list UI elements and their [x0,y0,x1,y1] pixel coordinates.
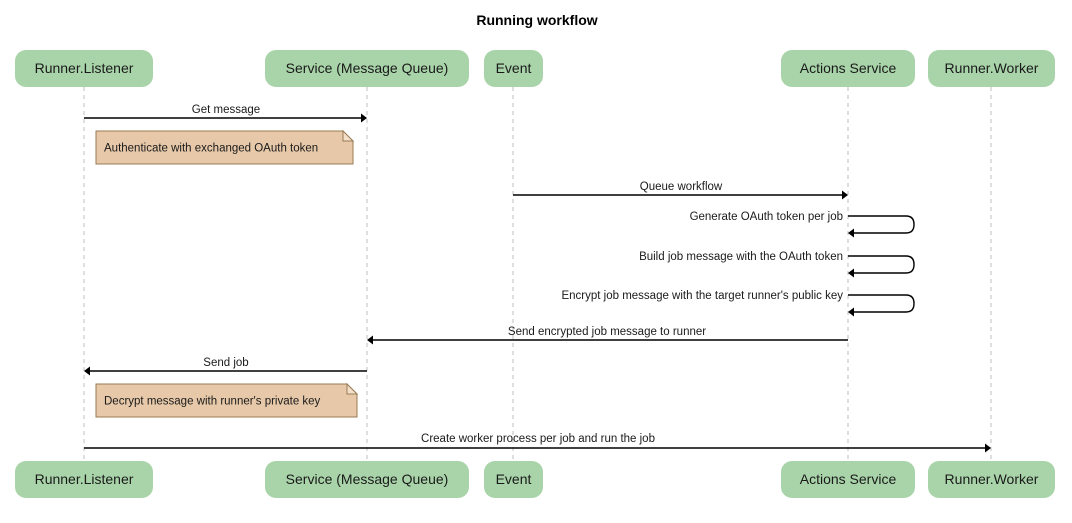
participant-runner_listener-footer[interactable]: Runner.Listener [15,461,153,498]
message-label: Build job message with the OAuth token [639,251,843,263]
msg-send-encrypted-job[interactable]: Send encrypted job message to runner [367,326,848,345]
participant-box [265,50,469,87]
participant-actions_service-header[interactable]: Actions Service [781,50,915,87]
participant-runner_listener-header[interactable]: Runner.Listener [15,50,153,87]
participant-box [265,461,469,498]
arrowhead [84,366,90,376]
participant-actions_service-footer[interactable]: Actions Service [781,461,915,498]
participant-box [484,50,543,87]
participant-runner_worker-header[interactable]: Runner.Worker [928,50,1055,87]
participant-label: Service (Message Queue) [286,471,449,487]
participant-box [928,461,1055,498]
arrowhead [848,307,854,317]
message-label: Create worker process per job and run th… [421,433,655,445]
note-authenticate: Authenticate with exchanged OAuth token [95,129,355,165]
participant-event-footer[interactable]: Event [484,461,543,498]
participant-box [484,461,543,498]
message-label: Send encrypted job message to runner [508,326,706,338]
participant-label: Actions Service [800,471,897,487]
arrowhead [848,228,854,238]
participant-label: Runner.Worker [945,60,1039,76]
participant-service_mq-footer[interactable]: Service (Message Queue) [265,461,469,498]
note-decrypt: Decrypt message with runner's private ke… [95,382,359,418]
note-fold-corner-icon [342,129,355,142]
arrowhead [842,190,848,200]
msg-get-message[interactable]: Get message [84,104,367,123]
participant-box [781,50,915,87]
message-label: Generate OAuth token per job [690,211,843,223]
msg-queue-workflow[interactable]: Queue workflow [513,181,848,200]
message-label: Encrypt job message with the target runn… [561,290,843,302]
self-loop-path [848,294,915,313]
note-fold-corner-icon [346,382,359,395]
arrowhead [848,268,854,278]
arrowhead [985,443,991,453]
participant-service_mq-header[interactable]: Service (Message Queue) [265,50,469,87]
participant-runner_worker-footer[interactable]: Runner.Worker [928,461,1055,498]
participant-label: Actions Service [800,60,897,76]
message-label: Queue workflow [640,181,723,193]
participant-box [15,461,153,498]
notes-layer: Authenticate with exchanged OAuth tokenD… [95,129,359,418]
participant-box [928,50,1055,87]
note-label: Authenticate with exchanged OAuth token [104,143,318,155]
participant-box [15,50,153,87]
note-body [95,130,354,165]
participant-label: Event [496,60,532,76]
arrowhead [361,113,367,123]
message-label: Get message [192,104,260,116]
arrowhead [367,335,373,345]
msg-encrypt-job-message[interactable]: Encrypt job message with the target runn… [561,290,915,317]
participant-label: Event [496,471,532,487]
msg-generate-oauth-token[interactable]: Generate OAuth token per job [690,211,915,238]
note-body [95,383,358,418]
self-loop-path [848,215,915,234]
message-label: Send job [203,357,248,369]
msg-build-job-message[interactable]: Build job message with the OAuth token [639,251,915,278]
lifelines-layer [83,87,992,461]
participant-box [781,461,915,498]
participant-label: Service (Message Queue) [286,60,449,76]
participant-label: Runner.Listener [35,471,134,487]
self-loop-path [848,255,915,274]
diagram-title: Running workflow [476,12,597,28]
note-label: Decrypt message with runner's private ke… [104,396,321,408]
msg-send-job[interactable]: Send job [84,357,367,376]
participant-event-header[interactable]: Event [484,50,543,87]
participant-label: Runner.Listener [35,60,134,76]
msg-create-worker-process[interactable]: Create worker process per job and run th… [84,433,991,453]
participant-label: Runner.Worker [945,471,1039,487]
